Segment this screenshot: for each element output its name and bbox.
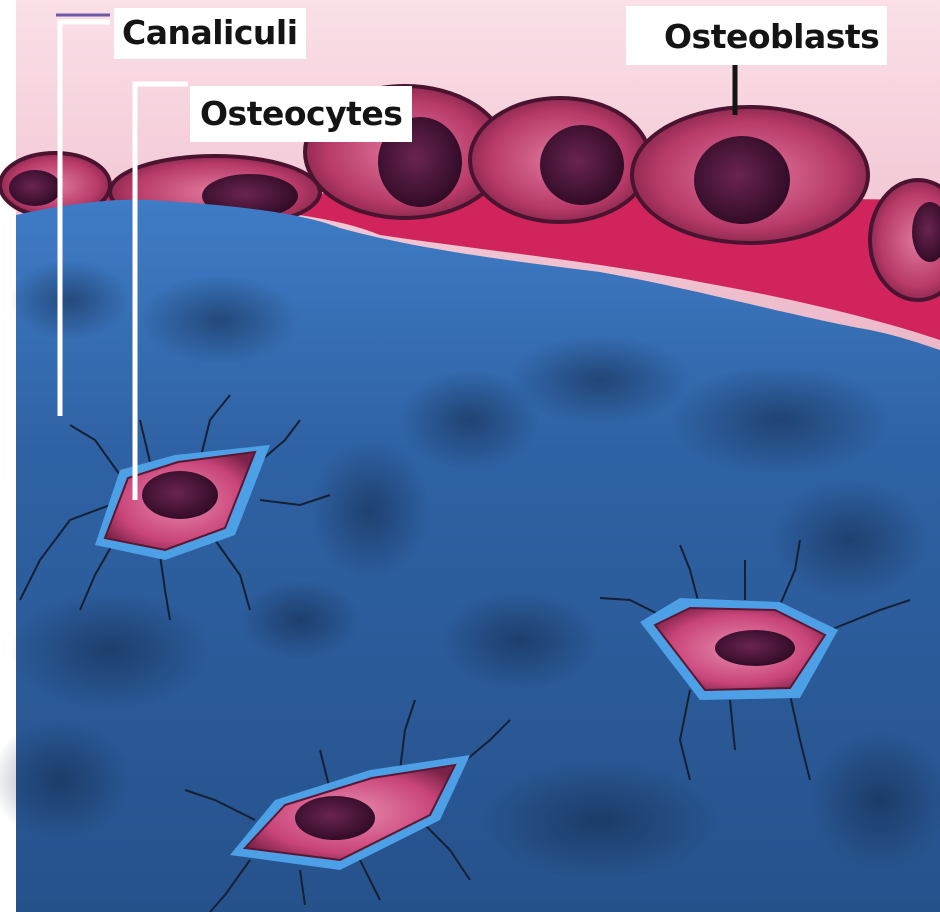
osteocyte-nucleus: [715, 630, 795, 666]
osteoblast-nucleus: [540, 125, 624, 205]
osteocyte-nucleus: [142, 471, 218, 519]
osteocyte-nucleus: [295, 796, 375, 840]
osteocytes-label: Osteocytes: [190, 86, 412, 142]
osteoblasts-label: Osteoblasts: [626, 6, 887, 65]
canaliculi-label: Canaliculi: [114, 8, 306, 59]
osteoblast-nucleus: [9, 170, 61, 206]
osteoblast-nucleus: [694, 136, 790, 224]
